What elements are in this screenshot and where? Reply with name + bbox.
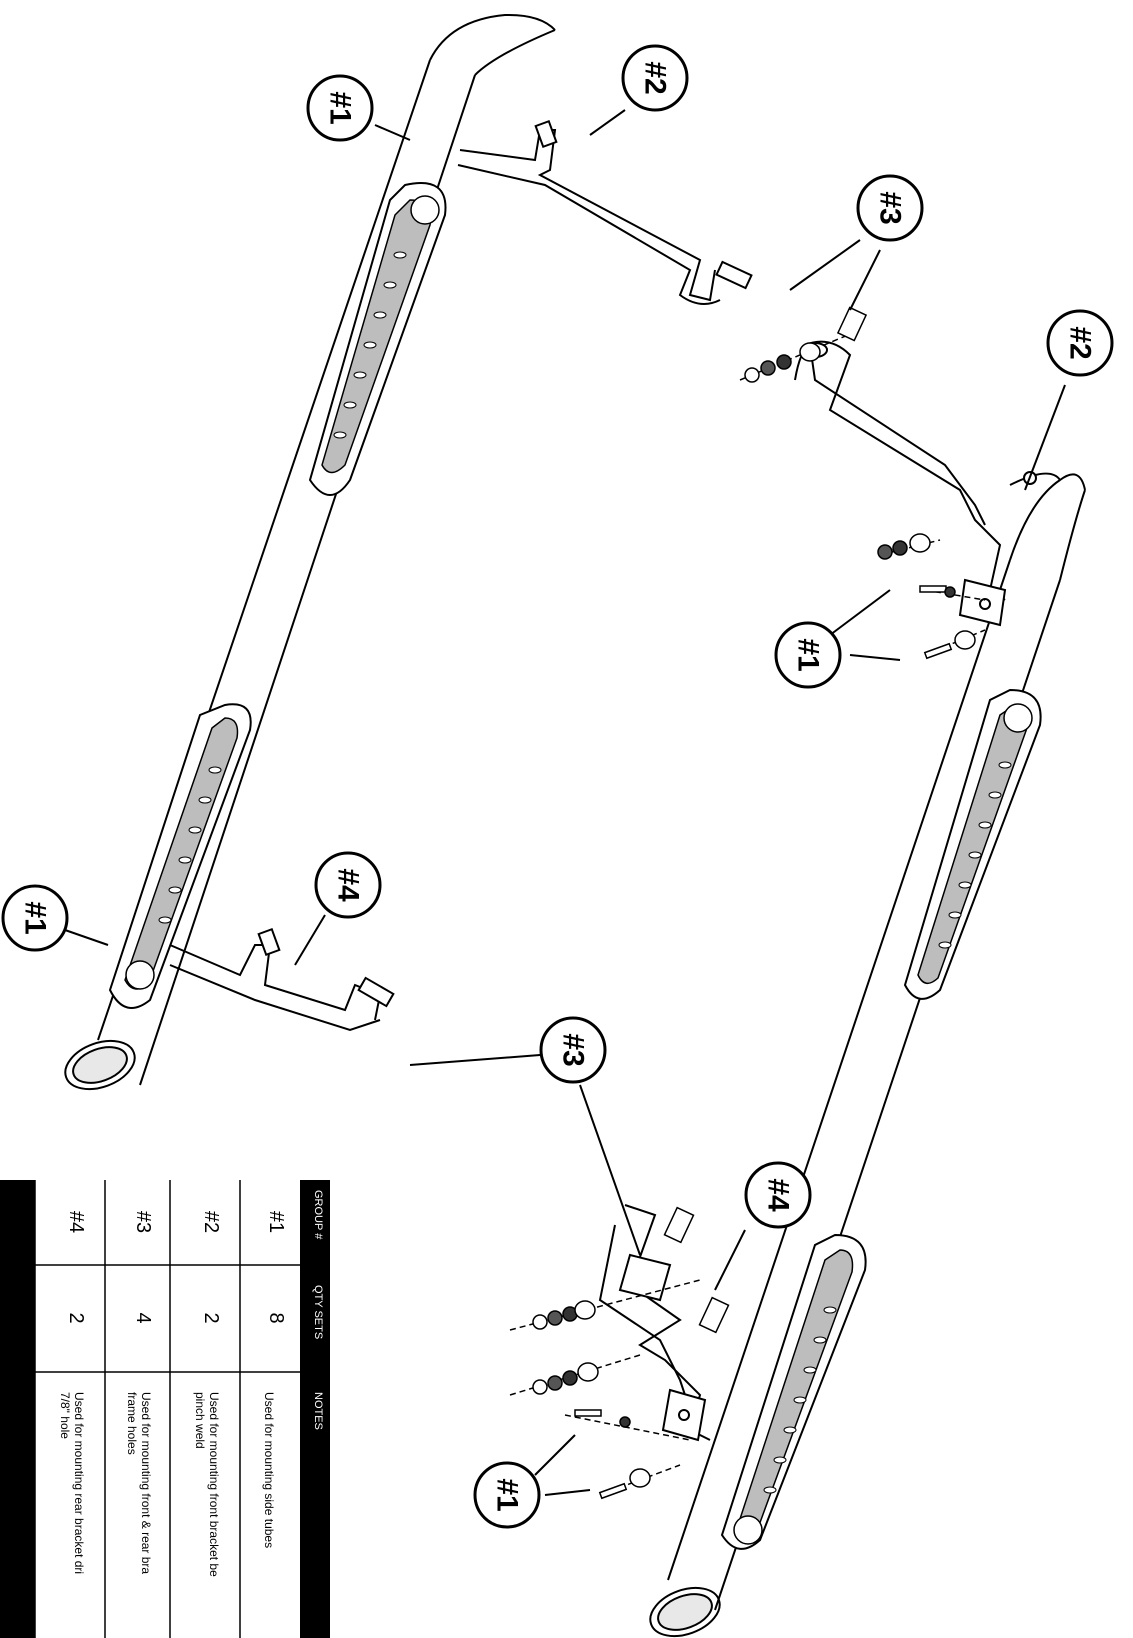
- table-header-group: GROUP #: [312, 1190, 324, 1240]
- right-step-pad-upper: [903, 688, 1042, 1000]
- right-front-bracket: [794, 340, 1061, 627]
- callout-3-bottom: #3: [539, 1016, 607, 1084]
- table-row-2-notes-line2: pinch weld: [193, 1392, 207, 1449]
- callout-1-left: #1: [1, 884, 69, 952]
- svg-text:#1: #1: [792, 638, 825, 671]
- table-row-4-group: #4: [65, 1211, 87, 1233]
- table-row-4-notes-line1: Used for mounting rear bracket dri: [72, 1392, 86, 1574]
- callout-1-bottom: #1: [473, 1461, 541, 1529]
- callout-1-right: #1: [774, 621, 842, 689]
- table-row-1-notes: Used for mounting side tubes: [262, 1392, 276, 1548]
- svg-text:#4: #4: [762, 1178, 795, 1212]
- table-header-notes: NOTES: [312, 1392, 324, 1430]
- callout-2-top: #2: [621, 44, 689, 112]
- table-row-2-notes-line1: Used for mounting front bracket be: [207, 1392, 221, 1577]
- hardware-stacks: [509, 306, 986, 1500]
- left-step-pad-lower: [108, 703, 252, 1009]
- svg-text:#2: #2: [1064, 326, 1097, 359]
- left-step-pad-upper: [308, 182, 447, 496]
- table-row-1-group: #1: [265, 1211, 287, 1233]
- hardware-table: GROUP # QTY SETS NOTES #1 8 Used for mou…: [0, 1180, 330, 1638]
- table-row-4-qty: 2: [65, 1312, 87, 1323]
- svg-text:#1: #1: [19, 901, 52, 934]
- right-rear-bracket: [598, 1204, 711, 1442]
- callout-4-bottom: #4: [744, 1161, 812, 1229]
- callout-3-top: #3: [856, 174, 924, 242]
- right-step-pad-lower: [720, 1233, 867, 1550]
- right-side-tube: [649, 473, 1086, 1638]
- left-front-bracket: [457, 119, 753, 305]
- table-row-3-notes-line1: Used for mounting front & rear bra: [139, 1392, 153, 1574]
- svg-text:#3: #3: [557, 1033, 590, 1066]
- table-row-1-qty: 8: [265, 1312, 287, 1323]
- svg-text:#2: #2: [639, 61, 672, 94]
- svg-text:#1: #1: [324, 91, 357, 124]
- callout-2-right: #2: [1046, 309, 1114, 377]
- callout-4-left: #4: [314, 851, 382, 919]
- left-rear-bracket: [169, 927, 395, 1032]
- table-row-3-group: #3: [132, 1211, 154, 1233]
- table-row-3-qty: 4: [132, 1312, 154, 1323]
- leader-lines: [64, 109, 1066, 1496]
- svg-text:#4: #4: [332, 868, 365, 902]
- table-header-qty: QTY SETS: [312, 1285, 324, 1339]
- table-row-4-notes-line2: 7/8" hole: [58, 1392, 72, 1439]
- table-row-3-notes-line2: frame holes: [125, 1392, 139, 1455]
- table-row-2-qty: 2: [200, 1312, 222, 1323]
- callout-1-top: #1: [306, 74, 374, 142]
- svg-text:#3: #3: [874, 191, 907, 224]
- table-row-2-group: #2: [200, 1211, 222, 1233]
- svg-text:#1: #1: [491, 1478, 524, 1511]
